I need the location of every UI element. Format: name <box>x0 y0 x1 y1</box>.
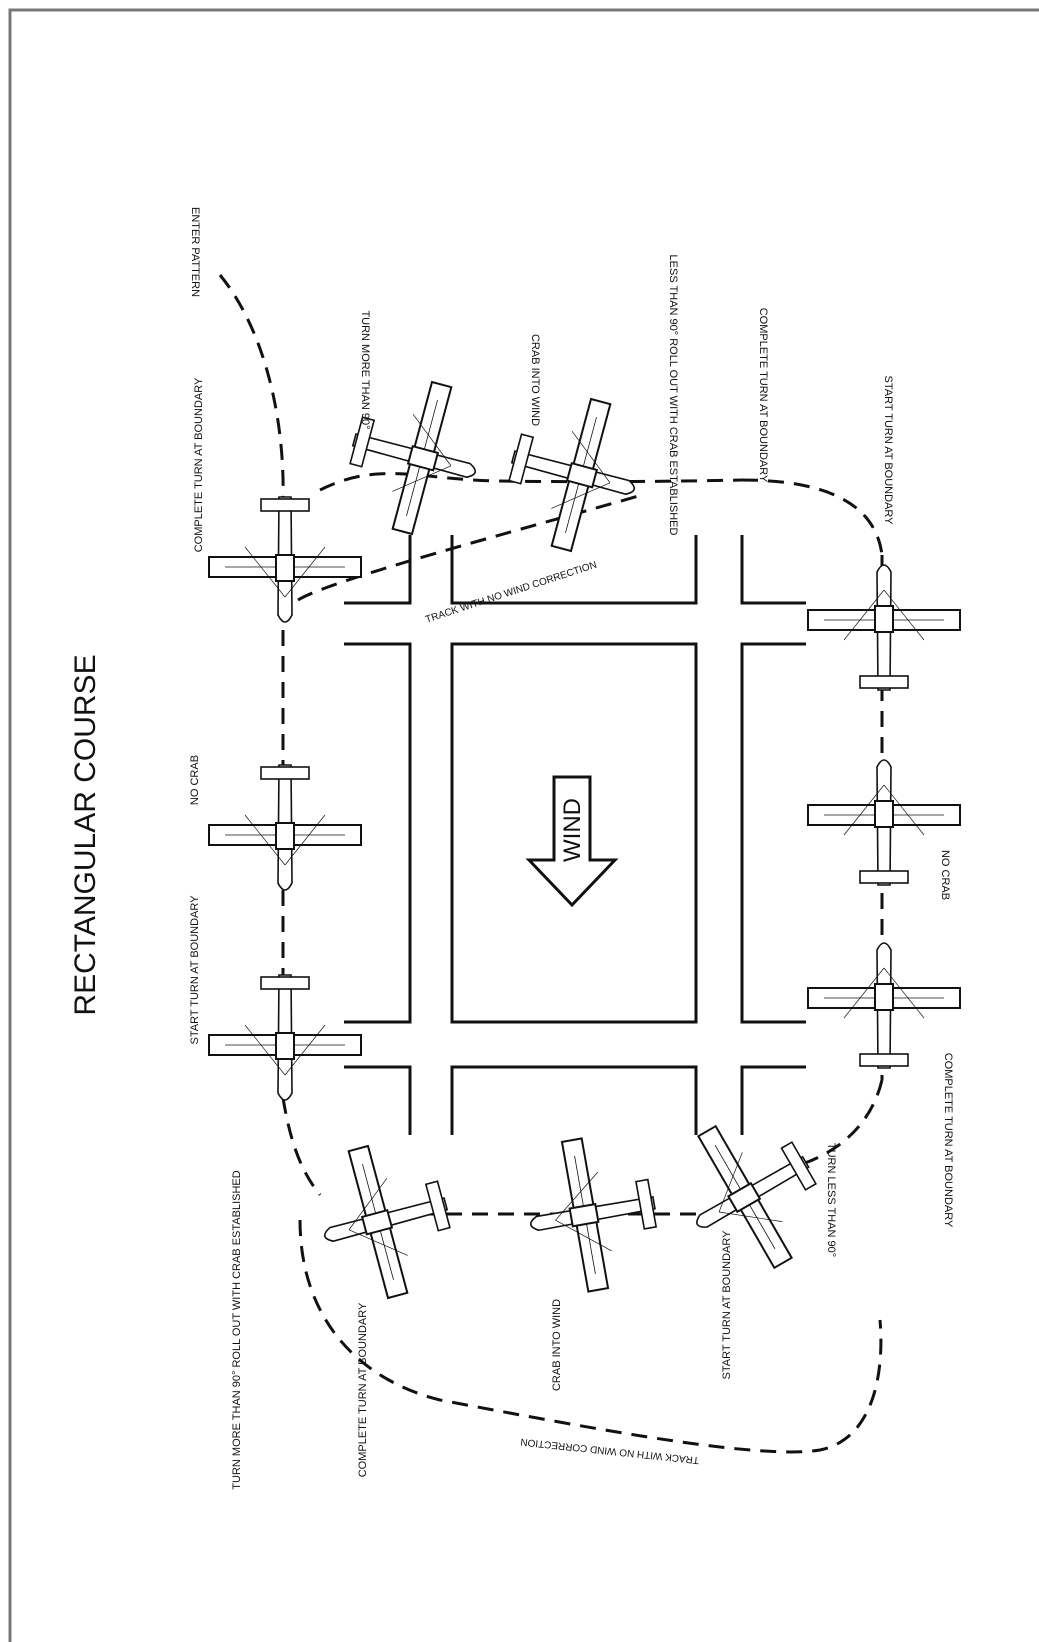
label-complete-turn-top-left: COMPLETE TURN AT BOUNDARY <box>193 377 205 552</box>
diagram-title: RECTANGULAR COURSE <box>69 654 102 1015</box>
label-turn-less-than-90-bottom: TURN LESS THAN 90° <box>825 1143 837 1257</box>
airplane-left-middle <box>208 764 362 891</box>
label-no-crab-left: NO CRAB <box>189 755 201 805</box>
airplane-right-middle <box>807 759 961 886</box>
airplane-left-bottom <box>208 974 362 1101</box>
field-boundaries <box>344 535 806 1135</box>
center-field <box>450 642 698 1024</box>
wind-label: WIND <box>559 798 586 862</box>
label-crab-into-wind-top: CRAB INTO WIND <box>529 334 541 426</box>
label-start-turn-left: START TURN AT BOUNDARY <box>189 895 201 1045</box>
airplane-bottom-1 <box>304 1129 467 1311</box>
label-turn-more-than-90-top: TURN MORE THAN 90° <box>359 310 371 429</box>
label-no-crab-right: NO CRAB <box>939 850 951 900</box>
airplane-bottom-2 <box>516 1126 669 1301</box>
label-enter-pattern: ENTER PATTERN <box>189 207 201 297</box>
label-track-no-wind-top: TRACK WITH NO WIND CORRECTION <box>424 560 598 626</box>
label-complete-turn-bottom-left: COMPLETE TURN AT BOUNDARY <box>357 1302 369 1477</box>
label-turn-more-than-90-roll-out: TURN MORE THAN 90° ROLL OUT WITH CRAB ES… <box>231 1170 243 1489</box>
airplane-right-bottom <box>807 942 961 1069</box>
label-complete-turn-bottom-right: COMPLETE TURN AT BOUNDARY <box>942 1053 954 1228</box>
label-complete-turn-top-right: COMPLETE TURN AT BOUNDARY <box>757 308 769 483</box>
airplane-bottom-3 <box>658 1095 845 1292</box>
wind-arrow: WIND <box>525 775 619 908</box>
label-start-turn-top-right: START TURN AT BOUNDARY <box>882 376 894 526</box>
label-crab-into-wind-bottom: CRAB INTO WIND <box>551 1299 563 1391</box>
label-less-than-90-roll-out: LESS THAN 90° ROLL OUT WITH CRAB ESTABLI… <box>667 255 679 536</box>
airplane-top-1 <box>333 365 496 547</box>
page-border <box>8 8 1039 1642</box>
airplane-left-top <box>208 496 362 623</box>
airplane-right-top <box>807 564 961 691</box>
label-start-turn-bottom: START TURN AT BOUNDARY <box>721 1230 733 1380</box>
airplane-top-2 <box>492 382 655 564</box>
